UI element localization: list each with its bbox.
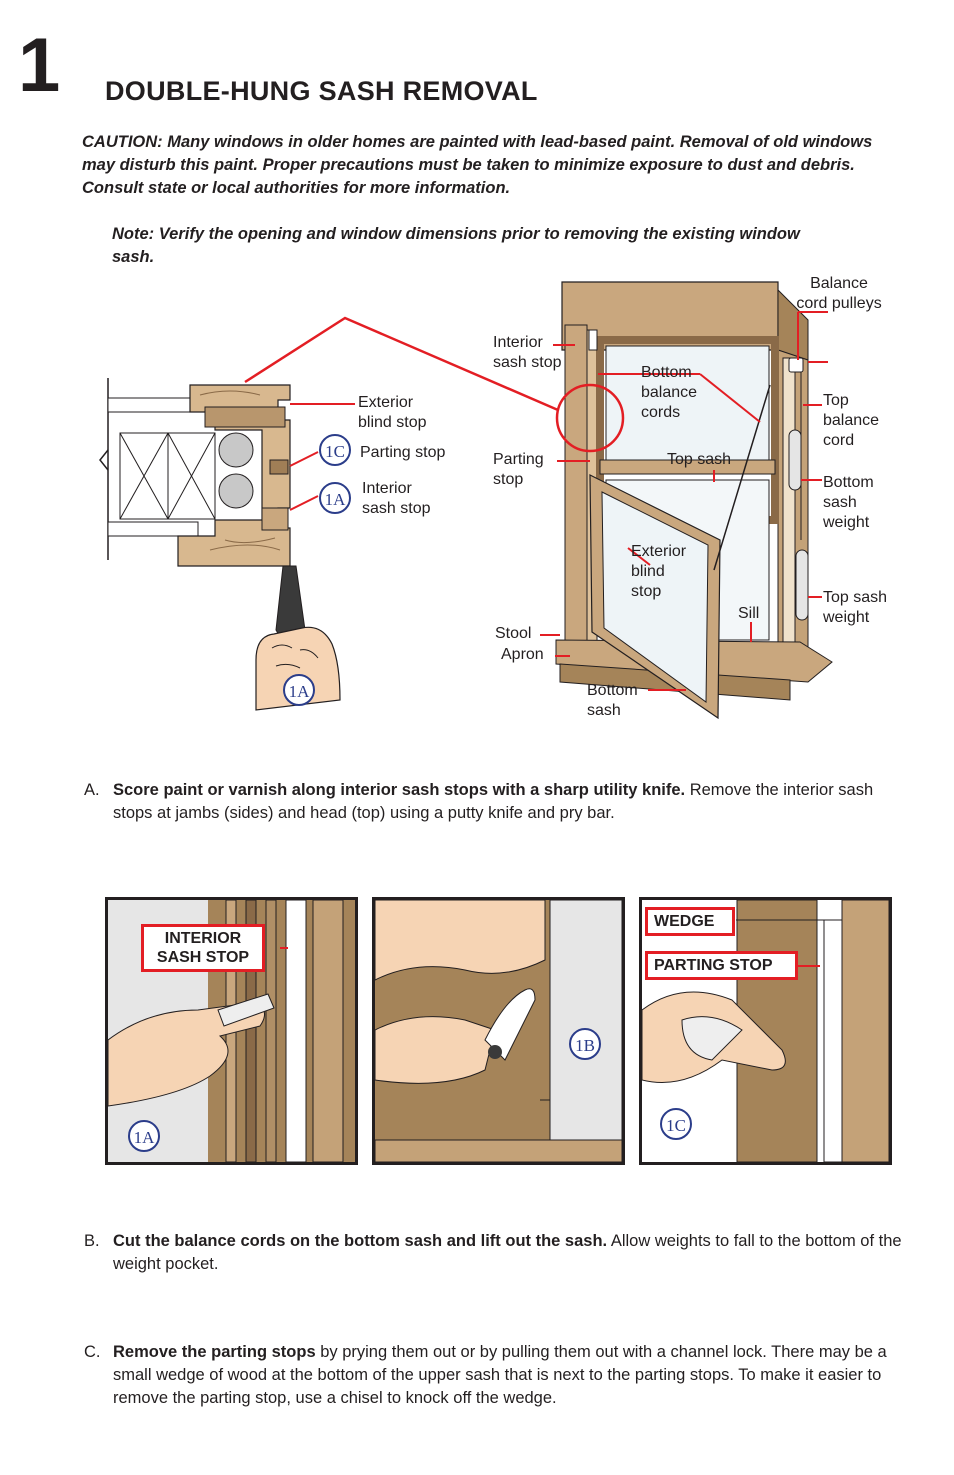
step-c-bold: Remove the parting stops <box>113 1343 316 1361</box>
step-a-body: Score paint or varnish along interior sa… <box>113 779 893 825</box>
label-bottom-sash: Bottom sash <box>587 682 638 719</box>
main-diagram: Exterior blind stop Parting stop Interio… <box>0 270 954 730</box>
label-top-sash: Top sash <box>667 451 732 468</box>
callout-parting-stop: PARTING STOP <box>645 951 798 980</box>
step-c: C. Remove the parting stops by prying th… <box>84 1341 914 1441</box>
label-window-interior-sash-stop: Interior sash stop <box>493 334 562 371</box>
step-b-text: Allow weights to fall to the bottom of t… <box>113 1232 902 1273</box>
step-b-letter: B. <box>84 1232 100 1250</box>
note-text: Note: Verify the opening and window dime… <box>112 225 800 266</box>
step-c-letter: C. <box>84 1343 101 1361</box>
step-c-text: by prying them out or by pulling them ou… <box>113 1343 887 1407</box>
label-sill: Sill <box>738 605 760 622</box>
step-b-bold: Cut the balance cords on the bottom sash… <box>113 1232 608 1250</box>
photo-panel-1a: INTERIOR SASH STOP 1A <box>105 897 358 1165</box>
knife-hand-drawing <box>255 565 341 711</box>
label-top-balance-cord: Top balance cord <box>823 392 880 449</box>
badge-knife-1a: 1A <box>283 674 315 706</box>
caution-text: CAUTION: Many windows in older homes are… <box>82 133 873 197</box>
panel-badge-1c: 1C <box>660 1108 692 1140</box>
panel-1b-illustration <box>375 900 622 1162</box>
callout-interior-sash-stop: INTERIOR SASH STOP <box>141 924 265 972</box>
step-a-text: Remove the interior sash stops at jambs … <box>113 781 874 822</box>
step-b: B. Cut the balance cords on the bottom s… <box>84 1230 914 1280</box>
photo-panel-1b: 1B <box>372 897 625 1165</box>
label-window-exterior-blind-stop: Exterior blind stop <box>631 543 687 600</box>
step-number: 1 <box>18 23 61 108</box>
step-b-body: Cut the balance cords on the bottom sash… <box>113 1230 903 1276</box>
label-apron: Apron <box>501 646 544 663</box>
panel-badge-1b: 1B <box>569 1028 601 1060</box>
badge-1c: 1C <box>319 434 351 466</box>
panel-badge-1a: 1A <box>128 1120 160 1152</box>
diagram-illustration <box>99 281 833 720</box>
label-parting-stop: Parting stop <box>360 444 446 461</box>
page-title: DOUBLE-HUNG SASH REMOVAL <box>105 76 538 106</box>
step-a-letter: A. <box>84 781 100 799</box>
label-top-sash-weight: Top sash weight <box>823 589 888 626</box>
label-exterior-blind-stop: Exterior blind stop <box>358 394 427 431</box>
step-c-body: Remove the parting stops by prying them … <box>113 1341 898 1410</box>
badge-1a: 1A <box>319 482 351 514</box>
label-bottom-sash-weight: Bottom sash weight <box>823 474 874 531</box>
label-balance-cord-pulleys: Balance cord pulleys <box>796 275 882 312</box>
panel-1a-illustration <box>108 900 355 1162</box>
jamb-section-drawing <box>99 378 355 567</box>
label-window-parting-stop: Parting stop <box>493 451 544 488</box>
label-bottom-balance-cords: Bottom balance cords <box>641 364 698 421</box>
window-drawing <box>540 281 833 720</box>
label-stool: Stool <box>495 625 532 642</box>
callout-wedge: WEDGE <box>645 907 735 936</box>
step-a: A. Score paint or varnish along interior… <box>84 779 914 829</box>
label-interior-sash-stop: Interior sash stop <box>362 480 431 517</box>
photo-panel-1c: WEDGE PARTING STOP 1C <box>639 897 892 1165</box>
step-a-bold: Score paint or varnish along interior sa… <box>113 781 686 799</box>
